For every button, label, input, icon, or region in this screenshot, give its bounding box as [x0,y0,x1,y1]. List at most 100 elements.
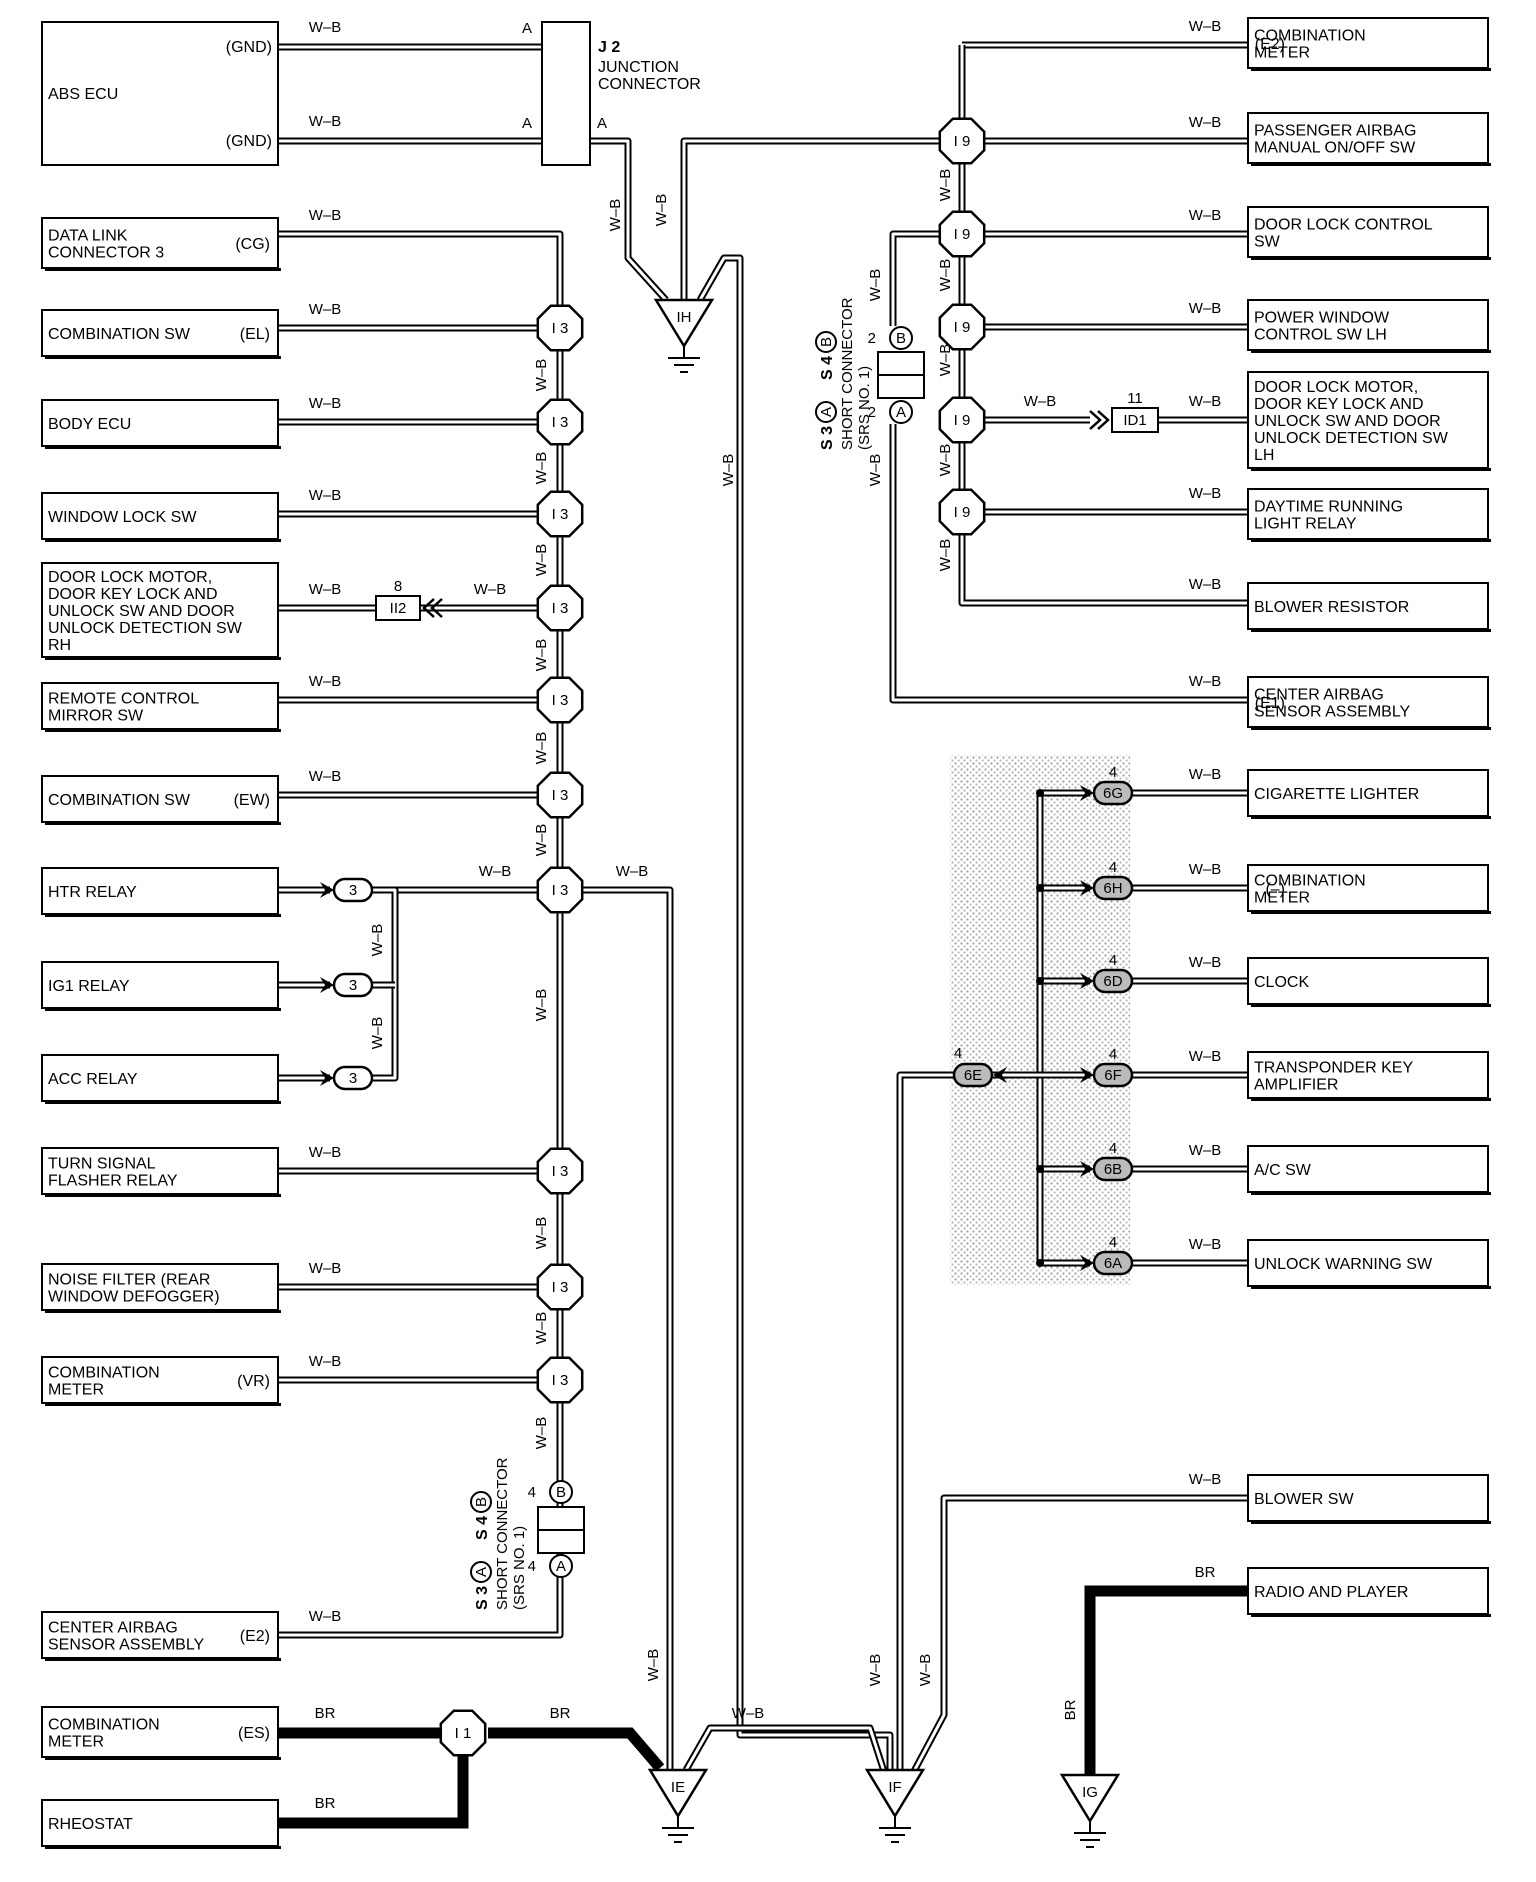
left-box-16-shadow [45,1846,281,1849]
left-box-10 [41,1054,279,1102]
conn-6x-pin-3-line: 4 [1109,1046,1117,1063]
right-box-4-label-line: LH [1254,447,1274,464]
left-box-14-shadow [45,1658,281,1661]
wl-left-14: W–B [309,1608,342,1625]
right-box-5-shadow [1251,539,1491,542]
left-box-8-shadow [45,914,281,917]
left-box-9-shadow [45,1008,281,1011]
left-box-10-shadow [45,1101,281,1104]
left-box-6-label-line: REMOTE CONTROL [48,691,199,708]
wire-left-e2-core [278,1577,562,1637]
left-box-15 [41,1706,279,1758]
wl-radio-v: BR [1062,1699,1079,1720]
right-box-9-label-line: COMBINATION [1254,873,1366,890]
left-box-4-label: WINDOW LOCK SW [48,509,197,526]
left-box-2-shadow [45,356,281,359]
right-box-10-label-line: CLOCK [1254,974,1309,991]
left-box-1-terminal-line: (CG) [235,236,270,253]
node-6x-5 [1036,1259,1044,1267]
arrow-6x-2 [1080,973,1094,989]
conn-6x-4-label: 6B [1104,1161,1122,1178]
left-box-12-shadow [45,1310,281,1313]
conn-i3-5-label: I 3 [552,787,569,804]
sc-r-s3-pin: A [818,407,835,417]
conn-i3-6 [536,866,584,914]
wl-right-3: W–B [1189,300,1222,317]
right-box-10-shadow [1251,1004,1491,1007]
arrow-relay-8 [320,882,334,898]
sc-l-title: S 3 A S 4 B SHORT CONNECTOR (SRS NO. 1) [470,1457,528,1610]
sc-l-pin-bottom: 4 [528,1558,536,1575]
wl-bus-8: W–B [533,1312,550,1345]
sc-r-label-1: SHORT CONNECTOR [839,297,856,450]
sc-r-label-2: (SRS NO. 1) [856,366,873,450]
right-box-0 [1247,17,1489,69]
conn-6x-1 [1092,875,1134,901]
wl-j2-ih: W–B [607,199,624,232]
wl-br-2: BR [550,1705,571,1722]
conn-i9-4-label-line: I 9 [954,504,971,521]
j2-label-line1: JUNCTION [598,59,679,76]
sc-r-title: S 3 A S 4 B SHORT CONNECTOR (SRS NO. 1) [815,297,873,450]
wl-right-7: W–B [1189,673,1222,690]
conn-6x-0 [1092,780,1134,806]
wl-right-4: W–B [1189,393,1222,410]
left-box-16 [41,1799,279,1847]
wl-6e-if: W–B [867,1654,884,1687]
left-box-2-terminal-line: (EL) [240,326,270,343]
right-box-7-label-line: SENSOR ASSEMBLY [1254,704,1411,721]
wl-rbus-3: W–B [937,444,954,477]
short-connector-left: B A 4 4 S 3 A S 4 B SHORT CONNECTOR (SRS… [470,1457,585,1610]
wire-left-1-core [278,232,562,328]
conn-6x-0-label: 6G [1103,785,1123,802]
wire-ih-to-i9-core [682,139,962,300]
conn-relay-9-label: 3 [349,977,357,994]
wl-left-1: W–B [309,207,342,224]
wire-sc-e1-core [891,424,1248,702]
wl-right-0: W–B [1189,18,1222,35]
left-box-4-label-line: WINDOW LOCK SW [48,509,197,526]
right-box-2-label-line: DOOR LOCK CONTROL [1254,217,1433,234]
conn-i3-3 [536,584,584,632]
wire-br-2 [488,1727,665,1772]
right-box-7-label-line: CENTER AIRBAG [1254,687,1384,704]
conn-i1 [439,1709,487,1757]
conn-relay-10 [332,1065,374,1091]
right-box-7-shadow [1251,727,1491,730]
ground-ig-label-line: IG [1082,1784,1098,1801]
arrow-relay-9 [320,977,334,993]
left-box-1-terminal: (CG) [235,236,270,253]
conn-ii2 [375,595,421,621]
wl-6x-1: W–B [1189,861,1222,878]
left-box-2-label: COMBINATION SW [48,326,191,343]
ground-if-label-line: IF [888,1779,901,1796]
conn-i3-5 [536,771,584,819]
wl-ih-up: W–B [653,194,670,227]
ground-ie [647,1768,709,1819]
left-box-13-shadow [45,1403,281,1406]
conn-i1-label: I 1 [455,1725,472,1742]
right-box-15 [1247,1567,1489,1615]
right-box-7-terminal-line: (E1) [1255,695,1285,712]
short-connector-right: B A 2 2 S 3 A S 4 B SHORT CONNECTOR (SRS… [815,297,925,450]
conn-i3-3-label-line: I 3 [552,600,569,617]
conn-6x-1-label: 6H [1103,880,1122,897]
right-box-4-shadow [1251,468,1491,471]
conn-i3-2 [536,490,584,538]
sc-l-s3: S 3 [474,1586,491,1610]
abs-ecu-label: ABS ECU [48,86,118,103]
left-box-16-label-line: RHEOSTAT [48,1816,133,1833]
sc-l-pin-a: A [556,1558,566,1575]
node-6x-1 [1036,884,1044,892]
conn-6x-0-label-line: 6G [1103,785,1123,802]
left-box-14-label-line: CENTER AIRBAG [48,1620,178,1637]
sc-l-s3-pin: A [473,1567,490,1577]
conn-6x-pin-0: 4 [1109,764,1117,781]
